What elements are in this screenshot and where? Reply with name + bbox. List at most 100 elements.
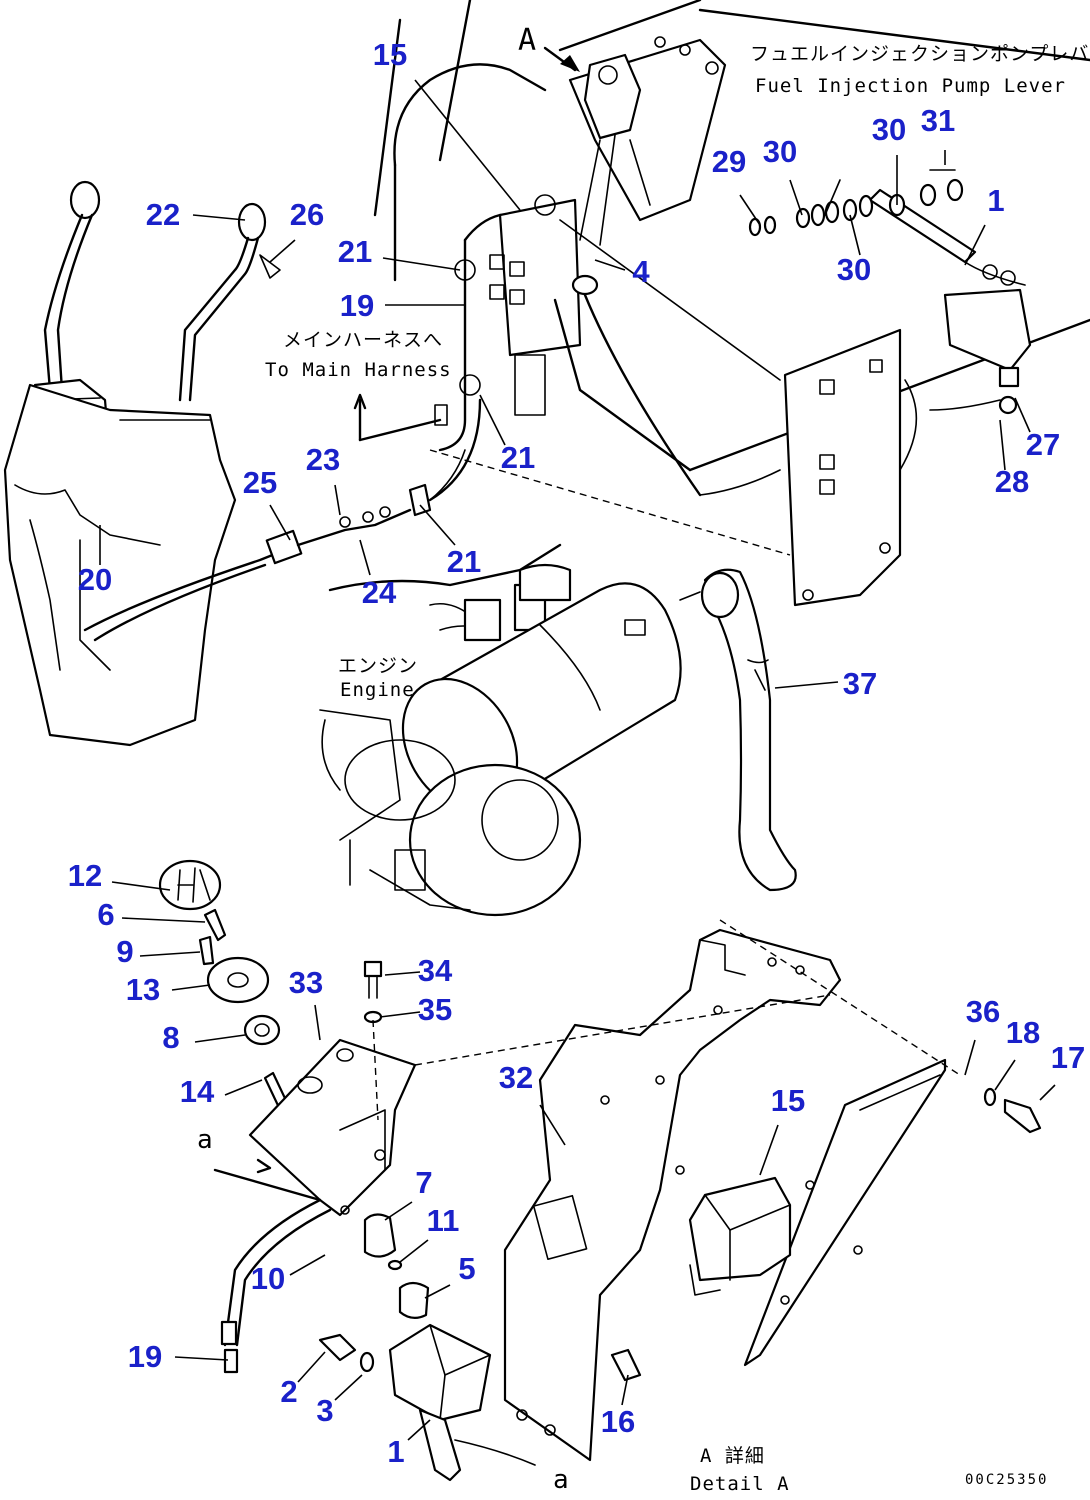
callout-c25: 25 bbox=[243, 465, 277, 500]
leader-line-c9 bbox=[139, 951, 201, 957]
view-a-marker: A bbox=[518, 23, 537, 58]
fuel-lever-label-jp: フュエルインジェクションポンプレバー bbox=[750, 43, 1090, 65]
leader-line-c29 bbox=[739, 194, 761, 226]
callout-c11: 11 bbox=[427, 1203, 460, 1238]
callout-c22: 22 bbox=[146, 197, 180, 232]
callout-c8: 8 bbox=[162, 1020, 179, 1055]
view-a-arrowhead bbox=[560, 55, 580, 72]
leader-line-c21a bbox=[382, 257, 461, 271]
leader-line-c18 bbox=[994, 1059, 1016, 1091]
callout-c27: 27 bbox=[1026, 427, 1060, 462]
callout-c15a: 15 bbox=[373, 37, 407, 72]
leader-line-c27 bbox=[1014, 397, 1031, 433]
engine-drawing bbox=[319, 543, 797, 917]
leader-line-c28 bbox=[999, 419, 1006, 471]
callout-c19a: 19 bbox=[340, 288, 374, 323]
leader-line-c17 bbox=[1039, 1084, 1056, 1101]
callout-c26: 26 bbox=[290, 197, 324, 232]
leader-line-c3 bbox=[334, 1374, 363, 1401]
upper-assembly-drawing bbox=[373, 0, 1090, 607]
callout-c5: 5 bbox=[458, 1251, 475, 1286]
callout-c12: 12 bbox=[68, 858, 102, 893]
detail-a-label-en: Detail A bbox=[690, 1473, 790, 1495]
leader-line-c1b bbox=[407, 1419, 431, 1441]
callout-c21c: 21 bbox=[447, 544, 481, 579]
leader-line-c8 bbox=[194, 1034, 246, 1043]
leader-line-c30a bbox=[789, 179, 803, 216]
callout-c31: 31 bbox=[921, 103, 955, 138]
leader-line-c15b bbox=[759, 1124, 779, 1176]
fuel-lever-label-en: Fuel Injection Pump Lever bbox=[755, 75, 1066, 97]
leader-line-c25 bbox=[269, 504, 291, 541]
callout-c30a: 30 bbox=[763, 134, 797, 169]
callout-c34: 34 bbox=[418, 953, 453, 988]
leader-line-c15a bbox=[414, 79, 521, 211]
drawing-code: 00C25350 bbox=[965, 1472, 1048, 1488]
callout-c33: 33 bbox=[289, 965, 323, 1000]
callout-c16: 16 bbox=[601, 1404, 635, 1439]
leader-line-c13 bbox=[171, 984, 211, 991]
harness-label-en: To Main Harness bbox=[265, 359, 452, 381]
annotation-notes: A フュエルインジェクションポンプレバー Fuel Injection Pump… bbox=[197, 23, 1090, 1495]
detail-marker-bottom: a bbox=[553, 1465, 570, 1495]
detail-a-drawing bbox=[158, 859, 1042, 1482]
detail-marker-left: a bbox=[197, 1125, 214, 1155]
callout-c17: 17 bbox=[1051, 1040, 1085, 1075]
control-console-drawing bbox=[3, 180, 466, 747]
leader-line-c16 bbox=[621, 1374, 629, 1406]
callout-c15b: 15 bbox=[771, 1083, 805, 1118]
callout-c14: 14 bbox=[180, 1074, 215, 1109]
leader-line-c5 bbox=[424, 1284, 451, 1299]
callout-c1a: 1 bbox=[987, 183, 1004, 218]
leader-line-c32 bbox=[539, 1104, 566, 1146]
callout-c18: 18 bbox=[1006, 1015, 1040, 1050]
callout-c30b: 30 bbox=[872, 112, 906, 147]
leader-line-c26 bbox=[269, 239, 296, 263]
leader-line-c1a bbox=[964, 224, 986, 266]
callout-c29: 29 bbox=[712, 144, 746, 179]
callout-c21b: 21 bbox=[501, 440, 535, 475]
callout-c13: 13 bbox=[126, 972, 160, 1007]
leader-line-c11 bbox=[399, 1239, 429, 1263]
leader-line-c36 bbox=[964, 1039, 976, 1076]
leader-line-c19b bbox=[174, 1356, 229, 1361]
engine-label-jp: エンジン bbox=[338, 655, 418, 677]
leader-line-c14 bbox=[224, 1079, 263, 1096]
leader-line-c23 bbox=[334, 484, 341, 516]
leader-line-c37 bbox=[774, 681, 839, 689]
callout-c32: 32 bbox=[499, 1060, 533, 1095]
leader-line-c7 bbox=[384, 1201, 413, 1221]
leader-line-c21b bbox=[479, 394, 506, 446]
callout-c20: 20 bbox=[78, 562, 112, 597]
harness-label-jp: メインハーネスへ bbox=[283, 329, 443, 351]
callout-c30c: 30 bbox=[837, 252, 871, 287]
leader-line-c10 bbox=[289, 1254, 326, 1276]
leader-line-c24 bbox=[359, 539, 371, 576]
callout-c24: 24 bbox=[362, 575, 397, 610]
callout-c21a: 21 bbox=[338, 234, 372, 269]
callout-c1b: 1 bbox=[387, 1434, 404, 1469]
engine-label-en: Engine bbox=[340, 679, 415, 701]
leader-line-c35 bbox=[379, 1011, 421, 1018]
leader-line-c33 bbox=[314, 1004, 321, 1041]
callout-c2: 2 bbox=[280, 1374, 297, 1409]
callout-c4: 4 bbox=[632, 254, 650, 289]
callout-c19b: 19 bbox=[128, 1339, 162, 1374]
callout-c35: 35 bbox=[418, 992, 452, 1027]
callout-c7: 7 bbox=[415, 1165, 432, 1200]
leader-line-c2 bbox=[297, 1351, 326, 1383]
callout-c23: 23 bbox=[306, 442, 340, 477]
callout-c37: 37 bbox=[843, 666, 877, 701]
leader-line-c30c bbox=[849, 214, 861, 256]
callout-c9: 9 bbox=[116, 934, 133, 969]
leader-line-c22 bbox=[192, 214, 246, 221]
leader-line-c4 bbox=[594, 259, 626, 271]
leader-line-c21c bbox=[419, 504, 456, 546]
leader-line-c6 bbox=[121, 917, 206, 923]
callout-c3: 3 bbox=[316, 1393, 333, 1428]
callout-c6: 6 bbox=[97, 897, 114, 932]
leader-line-c34 bbox=[384, 971, 421, 976]
leader-line-c12 bbox=[111, 881, 171, 891]
